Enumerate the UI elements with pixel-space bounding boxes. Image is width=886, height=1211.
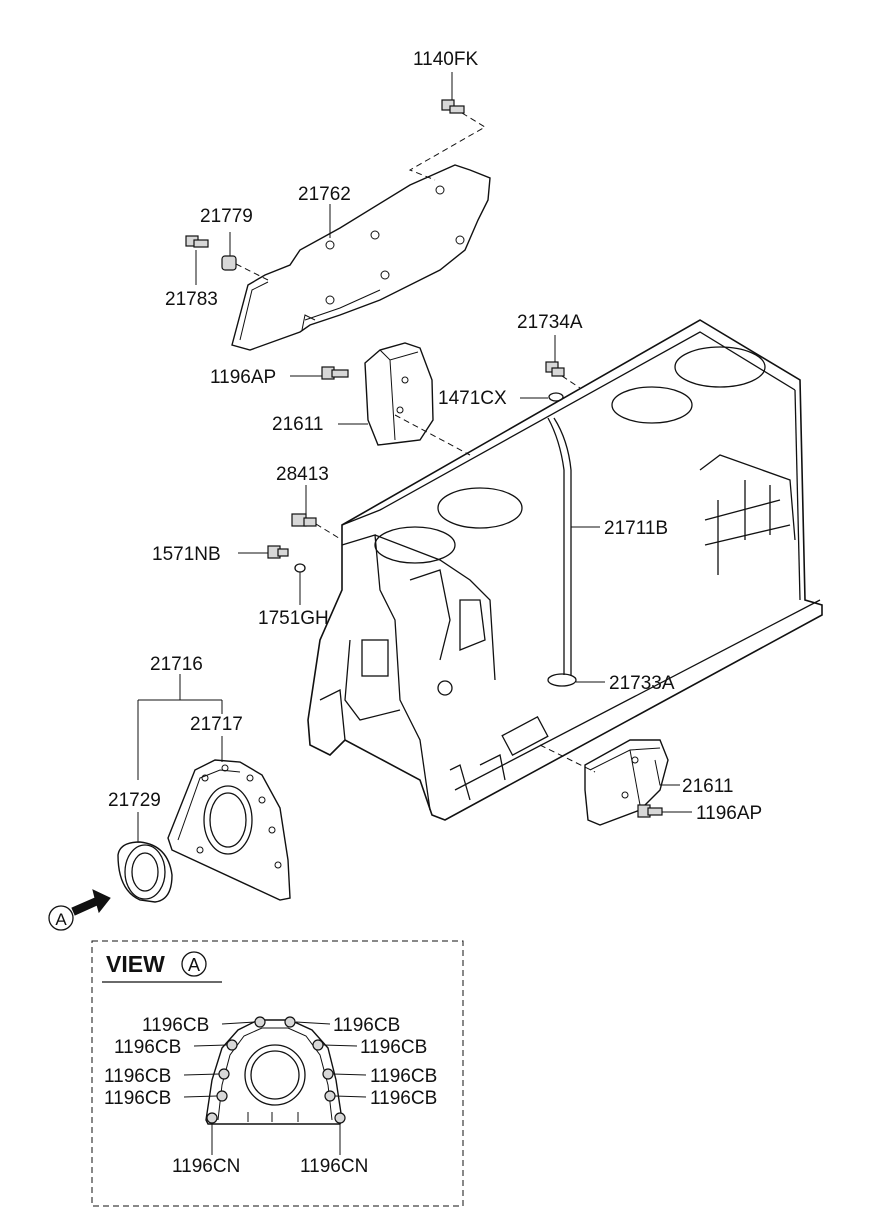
view-a-label-cb-4-right[interactable]: 1196CB	[370, 1088, 437, 1109]
view-a-frame	[91, 940, 464, 1207]
label-1751GH[interactable]: 1751GH	[258, 608, 329, 629]
part-labels: 1140FK 21762 21779 21783 21734A 1196AP 1…	[108, 49, 762, 824]
oil-level-gauge-tube-21711B[interactable]	[547, 417, 577, 687]
bolt-1196AP-upper-icon[interactable]	[321, 366, 349, 380]
view-a-label-cb-top-left[interactable]: 1196CB	[142, 1015, 209, 1036]
leader-lines	[137, 72, 692, 842]
cylinder-block[interactable]	[307, 319, 823, 821]
bolt-1196AP-lower-icon[interactable]	[637, 804, 663, 818]
oil-seal-case-21717[interactable]	[167, 759, 291, 901]
plug-1571NB-icon[interactable]	[267, 545, 289, 559]
label-21611-upper[interactable]: 21611	[272, 414, 323, 435]
label-21762[interactable]: 21762	[298, 184, 351, 205]
label-1471CX[interactable]: 1471CX	[438, 388, 507, 409]
engine-mount-bracket-21611-upper[interactable]	[364, 342, 434, 446]
bolt-21783-icon[interactable]	[185, 235, 209, 248]
label-21717[interactable]: 21717	[190, 714, 243, 735]
oil-seal-21729[interactable]	[117, 841, 173, 903]
bolt-21734A-icon[interactable]	[545, 361, 565, 377]
label-1196AP-upper[interactable]: 1196AP	[210, 367, 276, 388]
heat-shield-21762[interactable]	[231, 164, 491, 351]
view-a-arrow	[71, 889, 111, 916]
view-a-label-cn-left[interactable]: 1196CN	[172, 1156, 240, 1177]
label-21729[interactable]: 21729	[108, 790, 161, 811]
label-1196AP-lower[interactable]: 1196AP	[696, 803, 762, 824]
view-a-label-cb-2-right[interactable]: 1196CB	[360, 1037, 427, 1058]
label-21611-lower[interactable]: 21611	[682, 776, 733, 797]
bushing-21779-icon[interactable]	[221, 255, 237, 271]
o-ring-1471CX-icon[interactable]	[548, 392, 564, 402]
label-21779[interactable]: 21779	[200, 206, 253, 227]
plug-28413-icon[interactable]	[291, 513, 317, 527]
bolt-1140FK-icon[interactable]	[441, 99, 465, 114]
view-a-marker[interactable]: A	[48, 905, 74, 931]
engine-mount-bracket-21611-lower[interactable]	[584, 739, 669, 826]
washer-1751GH-icon[interactable]	[294, 563, 306, 573]
view-a-label-cn-right[interactable]: 1196CN	[300, 1156, 368, 1177]
view-a-inset: VIEW A	[91, 940, 464, 1207]
view-a-label-cb-3-right[interactable]: 1196CB	[370, 1066, 437, 1087]
view-a-label-cb-2-left[interactable]: 1196CB	[114, 1037, 181, 1058]
view-a-label-cb-3-left[interactable]: 1196CB	[104, 1066, 171, 1087]
view-a-title-marker-circle	[181, 951, 207, 977]
label-28413[interactable]: 28413	[276, 464, 329, 485]
label-21711B[interactable]: 21711B	[604, 518, 668, 539]
view-a-label-cb-4-left[interactable]: 1196CB	[104, 1088, 171, 1109]
label-1140FK[interactable]: 1140FK	[413, 49, 478, 70]
label-21716[interactable]: 21716	[150, 654, 203, 675]
label-21783[interactable]: 21783	[165, 289, 218, 310]
view-a-title: VIEW	[106, 951, 165, 977]
view-a-title-marker: A	[188, 955, 200, 975]
view-a-marker-letter: A	[55, 910, 67, 929]
label-21733A[interactable]: 21733A	[609, 673, 675, 694]
view-a-label-cb-top-right[interactable]: 1196CB	[333, 1015, 400, 1036]
label-21734A[interactable]: 21734A	[517, 312, 583, 333]
view-a-oil-seal-case[interactable]	[205, 1016, 346, 1125]
label-1571NB[interactable]: 1571NB	[152, 544, 221, 565]
